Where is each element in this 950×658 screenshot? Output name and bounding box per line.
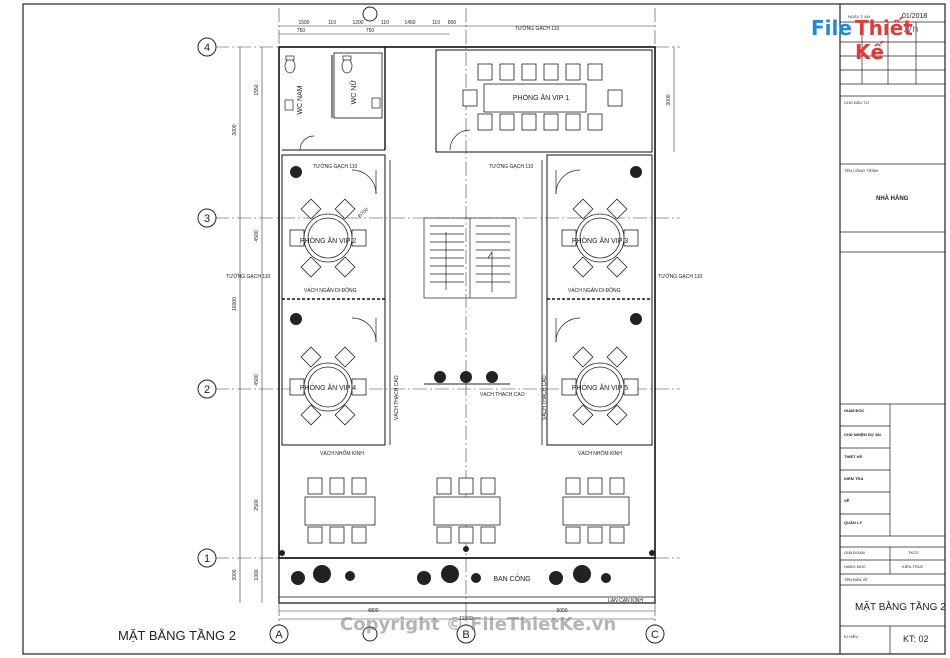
dim-top-7: 800 <box>448 20 457 26</box>
wc-fixtures <box>284 55 471 151</box>
note-wall-top: TƯỜNG GẠCH 110 <box>515 25 560 32</box>
note-gypsum-left: VÁCH THẠCH CAO <box>393 375 400 420</box>
note-partition-left: VÁCH NGĂN DI ĐỘNG <box>304 287 357 294</box>
dim-top2-1: 750 <box>297 28 306 34</box>
grid-col-bubbles <box>269 6 665 644</box>
building-walls <box>278 46 656 604</box>
tb-phase-label: GIAI ĐOẠN <box>844 550 865 555</box>
room-vip2: PHÒNG ĂN VIP 2 <box>300 236 356 245</box>
grid-row-4: 4 <box>204 42 210 54</box>
note-glass-left: VÁCH NHÔM KÍNH <box>320 450 364 457</box>
tb-role-5: VẼ <box>844 498 850 503</box>
room-vip3: PHÒNG ĂN VIP 3 <box>572 236 628 245</box>
vip1-table <box>462 63 623 131</box>
dim-top-6: 110 <box>432 20 440 26</box>
tb-role-6: QUẢN LÝ <box>844 520 862 525</box>
room-wc-nam: WC NAM <box>297 85 304 114</box>
dining-tables <box>304 477 630 544</box>
tb-project-label: TÊN CÔNG TRÌNH <box>844 168 878 173</box>
dim-top-3: 1200 <box>352 20 363 26</box>
dim-bottom-total: 11800 <box>459 616 473 622</box>
note-gypsum-right: VÁCH THẠCH CAO <box>541 375 548 420</box>
round-tables <box>289 198 639 426</box>
dim-left-inner-5: 2500 <box>254 499 260 510</box>
note-gypsum-center: VÁCH THẠCH CAO <box>480 391 525 398</box>
tb-phase-value: TKCS <box>908 550 919 555</box>
logo-part-2: Thiết Kế <box>855 16 913 64</box>
note-wall-mid: TƯỜNG GẠCH 110 <box>489 163 534 170</box>
tb-role-1: GIÁM ĐỐC <box>844 408 865 413</box>
grid-row-2: 2 <box>204 384 210 396</box>
room-balcony: BAN CÔNG <box>493 574 530 583</box>
room-wc-nu: WC NỮ <box>349 80 358 105</box>
dim-left-outer-1: 3000 <box>232 124 238 135</box>
tb-sheet-no-label: KÍ HIỆU <box>844 634 859 639</box>
logo-part-3: .vn <box>903 24 919 35</box>
title-block <box>840 21 945 654</box>
dim-top-2: 110 <box>328 20 336 26</box>
plants <box>279 166 655 585</box>
note-wall-left-room: TƯỜNG GẠCH 110 <box>313 163 358 170</box>
room-vip5: PHÒNG ĂN VIP 5 <box>572 383 628 392</box>
dim-bottom-2: 5000 <box>556 608 567 614</box>
tb-role-2: CHỦ NHIỆM DỰ ÁN <box>844 432 881 437</box>
drawing-title: MẶT BẰNG TẦNG 2 <box>118 628 236 643</box>
tb-role-3: THIẾT KẾ <box>844 454 863 459</box>
dim-top2-2: 750 <box>366 28 375 34</box>
grid-row-1: 1 <box>204 553 210 565</box>
dim-top-5: 1450 <box>404 20 415 26</box>
dim-left-outer-2: 16000 <box>232 297 238 311</box>
tb-category-label: HẠNG MỤC <box>844 564 866 569</box>
note-wall-left: TƯỜNG GẠCH 110 <box>226 273 271 280</box>
tb-role-4: KIỂM TRA <box>844 476 863 481</box>
tb-sheet-no: KT: 02 <box>903 634 929 644</box>
grid-col-a: A <box>275 629 283 641</box>
dim-left-inner-1: 1550 <box>254 84 260 95</box>
grid-col-c: C <box>651 629 659 641</box>
watermark: Copyright © FileThietKe.vn <box>340 614 617 635</box>
tb-sheet-label: TÊN BẢN VẼ <box>844 577 868 582</box>
dim-bottom-1: 4800 <box>367 608 378 614</box>
grid-row-bubbles <box>197 37 217 568</box>
note-glass-right: VÁCH NHÔM KÍNH <box>578 450 622 457</box>
grid-col-b: B <box>462 629 469 641</box>
doors <box>351 169 581 343</box>
brand-logo: File Thiết Kế .vn <box>811 12 921 64</box>
tb-date-label: NGÀY T. KH <box>848 14 870 19</box>
dimension-lines <box>239 25 675 620</box>
grid-row-3: 3 <box>204 213 210 225</box>
note-wall-right: TƯỜNG GẠCH 110 <box>658 273 703 280</box>
note-door-tag: Đ700 <box>357 207 370 220</box>
dim-left-outer-3: 3000 <box>232 569 238 580</box>
staircase <box>423 217 517 299</box>
tb-date-value: 01/2018 <box>902 13 927 20</box>
room-vip1: PHÒNG ĂN VIP 1 <box>513 93 569 102</box>
dim-top-1: 1500 <box>298 20 309 26</box>
tb-project-value: NHÀ HÀNG <box>876 195 909 202</box>
logo-part-1: File <box>811 16 852 40</box>
note-railing: LAN CAN KÍNH <box>608 597 643 604</box>
dim-top-4: 110 <box>381 20 389 26</box>
note-partition-right: VÁCH NGĂN DI ĐỘNG <box>568 287 621 294</box>
dim-bottom-side: 1000 <box>254 569 260 580</box>
dim-left-inner-4: 4500 <box>254 374 260 385</box>
dim-left-inner-3: 4500 <box>254 230 260 241</box>
tb-category-value: KIẾN TRÚC <box>902 564 924 569</box>
dim-right-1: 3000 <box>666 94 672 105</box>
room-vip4: PHÒNG ĂN VIP 4 <box>300 383 356 392</box>
tb-owner-label: CHỦ ĐẦU TƯ <box>844 100 870 105</box>
tb-sheet-title: MẶT BẰNG TẦNG 2 <box>855 600 946 613</box>
